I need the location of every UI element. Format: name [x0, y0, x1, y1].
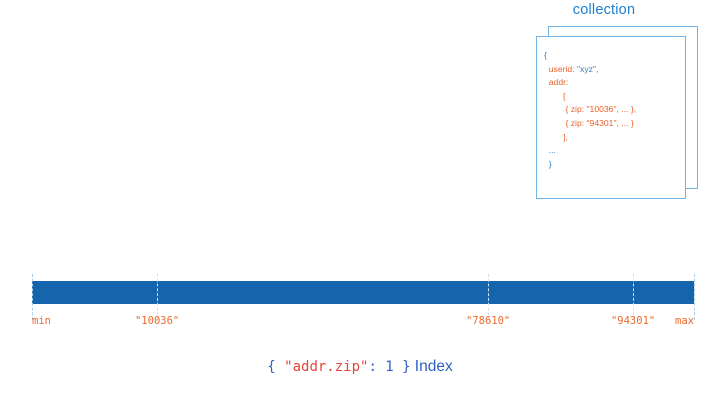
index-tick-label: max — [675, 315, 694, 327]
document-line-segment: , — [595, 63, 599, 74]
document-line-segment: } — [544, 158, 552, 169]
index-tick-label: "94301" — [610, 315, 656, 327]
document-line-segment: [ — [544, 90, 566, 101]
document-line: userid: "xyz", — [544, 63, 680, 77]
index-tick-label: "10036" — [134, 315, 180, 327]
index-tick-line — [32, 274, 33, 320]
document-line-segment: { zip: "10036", ... }, — [544, 104, 637, 115]
document-line: [ — [544, 90, 680, 104]
document-line-segment: userid: — [544, 63, 577, 74]
document-card-front — [536, 36, 686, 199]
collection-group: collection { userid: "xyz", addr: [ { zi… — [528, 2, 704, 202]
document-json-body: { userid: "xyz", addr: [ { zip: "10036",… — [536, 36, 686, 199]
document-line: ], — [544, 131, 680, 145]
caption-index-word: Index — [414, 358, 453, 375]
document-line: } — [544, 158, 680, 172]
index-tick-line — [694, 274, 695, 320]
caption-index-value: : 1 } — [368, 359, 411, 375]
document-line: ... — [544, 144, 680, 158]
index-tick-label: "78610" — [465, 315, 511, 327]
index-range-bar — [32, 281, 694, 304]
caption-open-brace: { — [267, 359, 276, 375]
caption-index-key: "addr.zip" — [284, 359, 369, 375]
document-line: { zip: "10036", ... }, — [544, 103, 680, 117]
index-tick-line — [488, 274, 490, 320]
index-tick-line — [633, 274, 635, 320]
document-line: addr: — [544, 76, 680, 90]
index-caption: { "addr.zip": 1 } Index — [0, 358, 720, 376]
document-line-segment: ], — [544, 131, 568, 142]
document-line-segment: "xyz" — [576, 63, 596, 74]
index-bar-area: min "10036" "78610" "94301" max — [0, 262, 720, 342]
document-line-segment: { — [544, 50, 547, 60]
document-line: { zip: "94301", ... } — [544, 117, 680, 131]
index-tick-label: min — [32, 315, 51, 327]
collection-title: collection — [572, 2, 636, 18]
document-line-segment: ... — [544, 145, 556, 156]
index-tick-line — [157, 274, 159, 320]
document-line-segment: { zip: "94301", ... } — [544, 117, 634, 128]
document-line: { — [544, 49, 680, 63]
document-line-segment: addr: — [544, 77, 569, 88]
